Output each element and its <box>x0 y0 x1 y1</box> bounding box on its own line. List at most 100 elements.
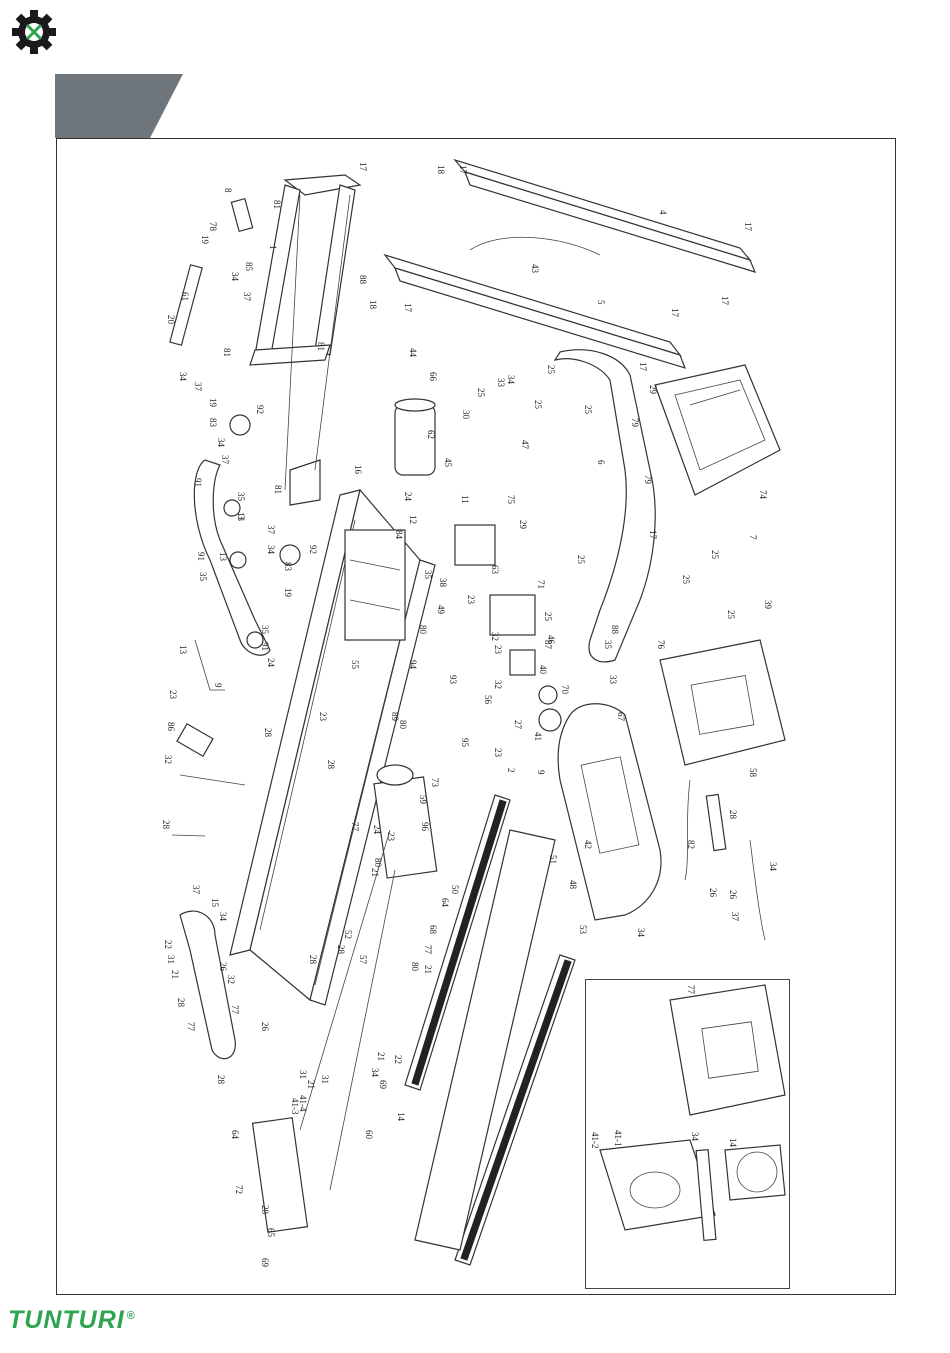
inset-parts <box>599 984 786 1242</box>
part-label: 32 <box>226 975 236 984</box>
part-label: 49 <box>436 605 446 615</box>
part-label: 88 <box>610 625 620 635</box>
part-label: 93 <box>448 675 458 685</box>
part-label: 8 <box>223 188 233 193</box>
part-label: 12 <box>408 515 418 524</box>
part-label: 80 <box>418 625 428 635</box>
part-label: 21 <box>423 965 433 974</box>
part-label: 33 <box>608 675 618 685</box>
motor-cover <box>557 703 662 921</box>
part-label: 41-2 <box>590 1132 600 1149</box>
part-label: 89 <box>390 712 400 722</box>
part-label: 77 <box>230 1005 240 1015</box>
part-label: 13 <box>218 552 228 562</box>
part-label: 80 <box>373 858 383 868</box>
part-label: 31 <box>166 955 176 964</box>
part-label: 20 <box>166 315 176 325</box>
part-label: 23 <box>493 645 503 655</box>
part-label: 24 <box>372 825 382 835</box>
part-label: 17 <box>638 362 648 372</box>
part-label: 19 <box>208 398 218 408</box>
part-label: 34 <box>218 912 228 922</box>
rear-roller <box>251 1117 309 1233</box>
part-label: 25 <box>726 610 736 620</box>
part-label: 83 <box>208 418 218 428</box>
part-label: 77 <box>186 1022 196 1032</box>
part-label: 24 <box>403 492 413 502</box>
motor <box>394 398 436 476</box>
part-label: 77 <box>350 822 360 832</box>
part-label: 79 <box>630 418 640 428</box>
part-label: 60 <box>364 1130 374 1140</box>
part-label: 5 <box>596 300 606 305</box>
part-label: 13 <box>178 645 188 655</box>
part-label: 30 <box>461 410 471 420</box>
part-label: 21 <box>370 868 380 877</box>
part-label: 28 <box>326 760 336 770</box>
part-label: 37 <box>266 525 276 535</box>
part-label: 52 <box>343 930 353 939</box>
part-label: 85 <box>244 262 254 272</box>
part-label: 7 <box>748 535 758 540</box>
part-label: 6 <box>596 460 606 465</box>
part-label: 22 <box>393 1055 403 1064</box>
part-label: 79 <box>643 475 653 485</box>
part-label: 34 <box>768 862 778 872</box>
part-label: 41-3 <box>290 1098 300 1115</box>
part-label: 28 <box>260 1205 270 1215</box>
part-label: 69 <box>378 1080 388 1090</box>
part-label: 27 <box>513 720 523 730</box>
part-label: 46 <box>546 635 556 645</box>
part-label: 33 <box>496 378 506 388</box>
console-housing <box>654 364 781 496</box>
part-label: 88 <box>358 275 368 285</box>
part-label: 73 <box>430 778 440 788</box>
part-label: 26 <box>218 962 228 972</box>
part-label: 14 <box>728 1138 738 1148</box>
part-label: 56 <box>483 695 493 705</box>
console-assembly <box>659 639 786 766</box>
part-label: 21 <box>306 1080 316 1089</box>
part-label: 35 <box>236 492 246 502</box>
part-label: 3 <box>236 515 246 520</box>
part-label: 38 <box>438 578 448 588</box>
part-label: 43 <box>530 264 540 274</box>
part-label: 76 <box>656 640 666 650</box>
part-label: 70 <box>560 685 570 695</box>
part-label: 37 <box>242 292 252 302</box>
part-label: 1 <box>268 245 278 250</box>
part-label: 34 <box>178 372 188 382</box>
part-label: 59 <box>418 795 428 805</box>
part-label: 16 <box>353 465 363 475</box>
part-label: 41-1 <box>613 1130 623 1147</box>
part-label: 22 <box>163 940 173 949</box>
part-label: 31 <box>298 1070 308 1079</box>
part-label: 34 <box>636 928 646 938</box>
part-label: 91 <box>196 552 206 561</box>
front-roller <box>373 764 438 879</box>
part-label: 23 <box>466 595 476 605</box>
part-label: 23 <box>493 748 503 758</box>
part-label: 77 <box>686 985 696 995</box>
part-label: 53 <box>578 925 588 935</box>
part-label: 69 <box>260 1258 270 1268</box>
part-labels: 17 18 17 4 17 43 17 81 1 8 78 19 85 34 3… <box>161 162 778 1268</box>
part-label: 28 <box>263 728 273 738</box>
part-label: 61 <box>180 292 190 301</box>
part-label: 81 <box>316 342 326 351</box>
part-label: 21 <box>170 970 180 979</box>
part-label: 47 <box>520 440 530 450</box>
part-label: 94 <box>408 660 418 670</box>
part-label: 86 <box>166 722 176 732</box>
crossbars <box>383 158 757 369</box>
part-label: 25 <box>476 388 486 398</box>
part-label: 31 <box>320 1075 330 1084</box>
part-label: 91 <box>260 642 270 651</box>
part-label: 51 <box>548 855 558 864</box>
part-label: 17 <box>670 308 680 318</box>
part-label: 96 <box>420 822 430 832</box>
part-label: 95 <box>460 738 470 748</box>
part-label: 17 <box>648 530 658 540</box>
part-label: 34 <box>370 1068 380 1078</box>
